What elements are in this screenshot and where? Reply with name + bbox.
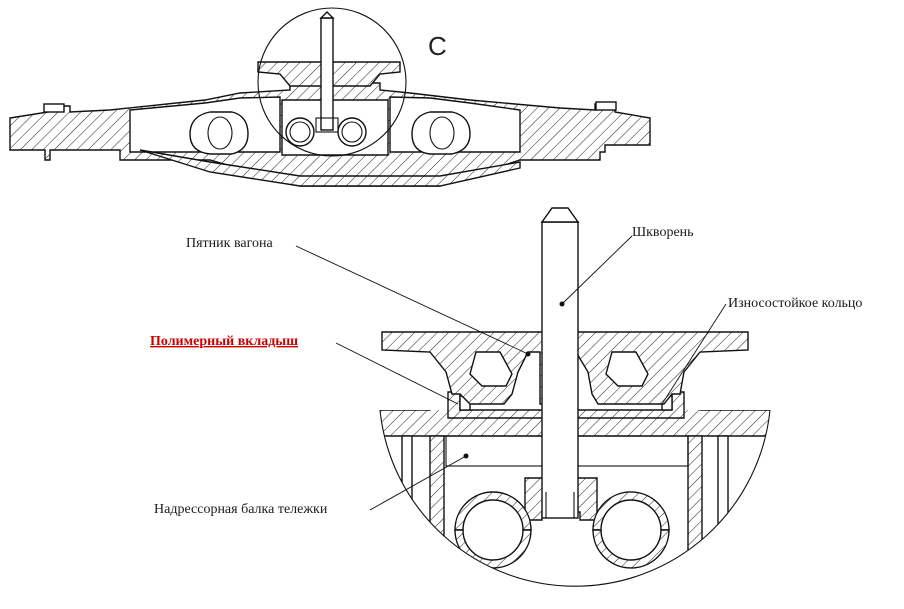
label-wear-ring: Износостойкое кольцо bbox=[728, 296, 862, 311]
detail-recess-left bbox=[469, 351, 513, 387]
leaders bbox=[295, 235, 727, 511]
detail-king-pin-tip bbox=[540, 207, 580, 223]
leader-bolster bbox=[369, 455, 467, 511]
detail-wall-left bbox=[429, 435, 445, 587]
leader-polymer-insert bbox=[335, 342, 459, 405]
leader-dot-bolster bbox=[463, 453, 469, 459]
detail-ring-right-lower bbox=[592, 529, 670, 569]
overview-oval-right-inner bbox=[429, 116, 455, 150]
overview-king-pin bbox=[320, 17, 334, 131]
detail-boundary-arc bbox=[379, 409, 771, 587]
overview-lower-plate bbox=[139, 149, 521, 187]
leader-king-pin bbox=[561, 235, 633, 305]
leader-center-plate bbox=[295, 245, 529, 355]
label-polymer-insert: Полимерный вкладыш bbox=[150, 334, 298, 349]
overview-pin-socket bbox=[315, 117, 339, 133]
overview-oval-right bbox=[411, 111, 471, 155]
overview-oval-left bbox=[189, 111, 249, 155]
detail-wall-left-outer bbox=[401, 435, 413, 587]
overview-side-pad-right bbox=[595, 101, 617, 111]
detail-ring-right bbox=[592, 491, 670, 531]
detail-wall-right bbox=[687, 435, 703, 587]
overview-side-pad-left bbox=[43, 103, 65, 113]
leader-wear-ring bbox=[661, 303, 727, 405]
detail-letter: C bbox=[428, 31, 447, 61]
overview-oval-left-inner bbox=[207, 116, 233, 150]
overview-ring-right-inner bbox=[341, 121, 363, 143]
leader-dot-center-plate bbox=[525, 351, 531, 357]
overview-king-pin-tip bbox=[319, 11, 335, 19]
detail-ring-left bbox=[454, 491, 532, 531]
detail-ring-left-lower bbox=[454, 529, 532, 569]
overview-ring-left-inner bbox=[289, 121, 311, 143]
label-king-pin: Шкворень bbox=[632, 225, 694, 240]
detail-section bbox=[379, 207, 771, 587]
leader-dot-king-pin bbox=[559, 301, 565, 307]
overview-section: C bbox=[9, 7, 651, 187]
detail-king-pin bbox=[541, 221, 579, 519]
detail-circle-c bbox=[257, 7, 407, 157]
label-center-plate: Пятник вагона bbox=[186, 236, 273, 251]
detail-recess-right bbox=[605, 351, 649, 387]
label-bolster: Надрессорная балка тележки bbox=[154, 502, 328, 517]
